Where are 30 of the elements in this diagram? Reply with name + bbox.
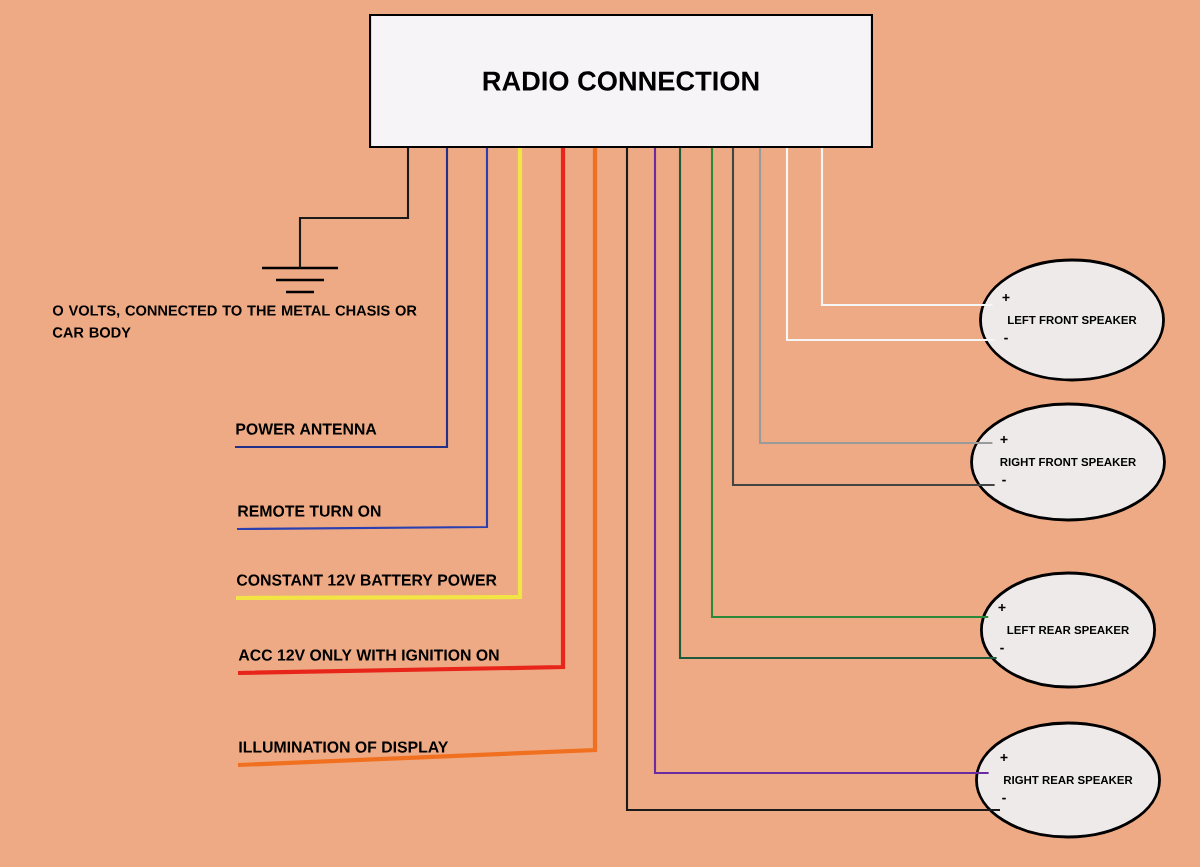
wire-label: ACC 12V ONLY WITH IGNITION ON — [238, 649, 499, 661]
terminal-sign: + — [1000, 753, 1008, 762]
wire — [235, 148, 449, 449]
wire-label: CONSTANT 12V BATTERY POWER — [237, 574, 497, 586]
ground-symbol — [260, 266, 340, 294]
wire — [236, 148, 523, 601]
wire — [298, 148, 410, 268]
radio-box: RADIO CONNECTION — [369, 13, 873, 149]
wire — [653, 148, 989, 775]
wire-label: ILLUMINATION OF DISPLAY — [239, 741, 449, 753]
wire — [237, 148, 566, 676]
wire — [758, 148, 993, 445]
terminal-sign: + — [1000, 435, 1008, 444]
wire — [710, 148, 989, 619]
terminal-sign: - — [1002, 479, 1006, 482]
wire — [731, 148, 995, 487]
wire-label: REMOTE TURN ON — [238, 505, 381, 517]
wire — [237, 148, 598, 768]
ground-label: O VOLTS, CONNECTED TO THE METAL CHASIS OR CAR BODY — [52, 305, 417, 338]
terminal-sign: + — [998, 603, 1006, 612]
terminal-sign: - — [1002, 797, 1006, 800]
wire — [785, 148, 995, 342]
wire — [237, 148, 489, 531]
terminal-sign: - — [1004, 337, 1008, 340]
terminal-sign: - — [1000, 647, 1004, 650]
wire — [820, 148, 993, 307]
wire-label: POWER ANTENNA — [236, 423, 377, 435]
wire — [678, 148, 997, 660]
terminal-sign: + — [1002, 293, 1010, 302]
wire — [625, 148, 1000, 812]
